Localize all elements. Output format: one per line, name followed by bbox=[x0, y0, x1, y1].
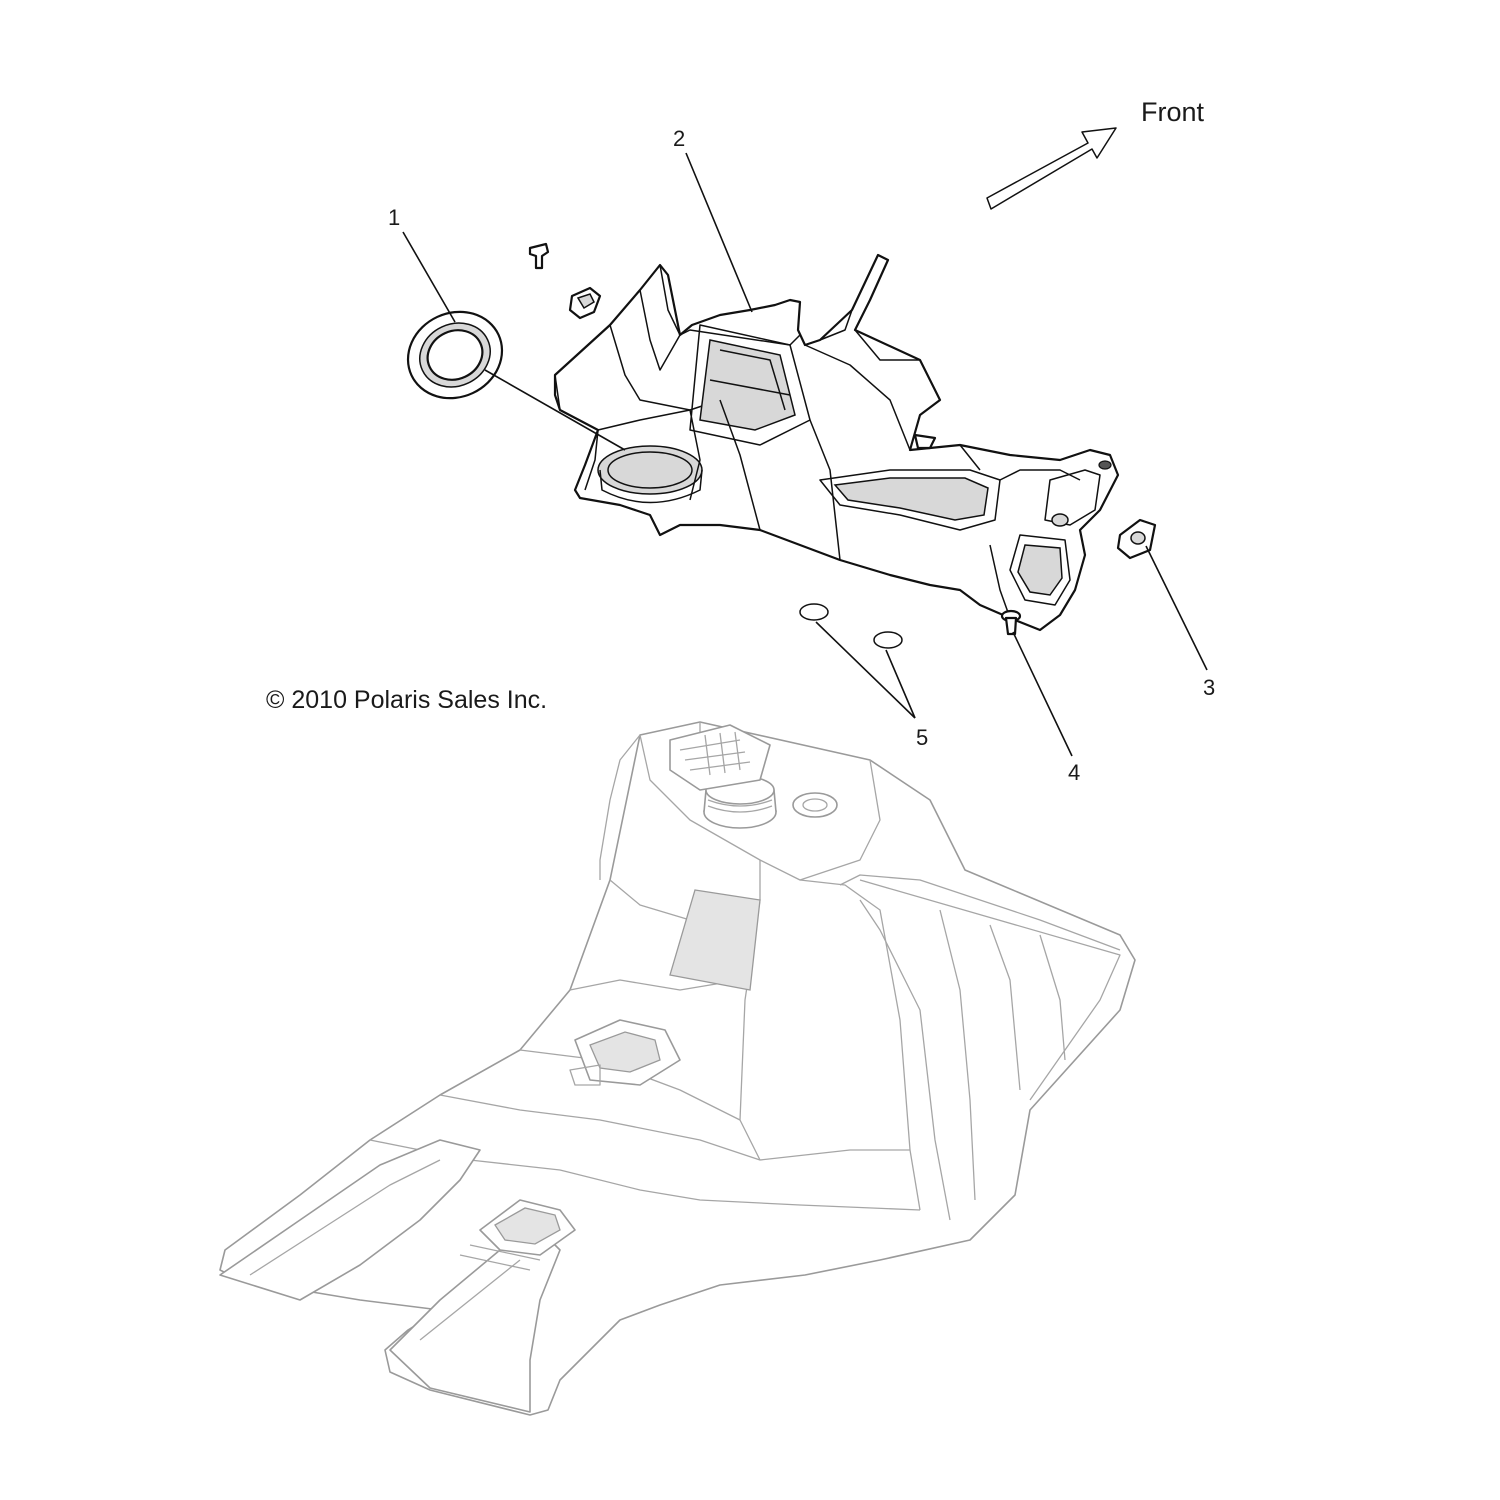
front-arrow-icon bbox=[986, 127, 1117, 210]
callout-1: 1 bbox=[388, 205, 400, 230]
console-cover-panel bbox=[553, 253, 1120, 632]
leader-4 bbox=[1012, 631, 1073, 757]
leader-5b bbox=[885, 649, 916, 719]
callout-4: 4 bbox=[1068, 760, 1080, 785]
copyright-notice: © 2010 Polaris Sales Inc. bbox=[266, 686, 547, 714]
front-label: Front bbox=[1141, 97, 1205, 127]
leader-1b bbox=[484, 369, 626, 451]
callout-5: 5 bbox=[916, 725, 928, 750]
retainer-clip-top-icon bbox=[568, 286, 602, 320]
push-rivet-part bbox=[1000, 609, 1022, 636]
callout-2: 2 bbox=[673, 126, 685, 151]
callout-3: 3 bbox=[1203, 675, 1215, 700]
leader-2 bbox=[685, 152, 753, 313]
hole-plug-part bbox=[799, 603, 903, 649]
leader-3 bbox=[1145, 545, 1208, 671]
seal-ring-part bbox=[406, 310, 504, 400]
leader-1 bbox=[402, 231, 456, 323]
nut-clip-part bbox=[1116, 518, 1157, 560]
push-rivet-top-icon bbox=[528, 242, 550, 270]
fuel-tank-assembly bbox=[219, 721, 1136, 1416]
leader-5a bbox=[815, 621, 916, 719]
